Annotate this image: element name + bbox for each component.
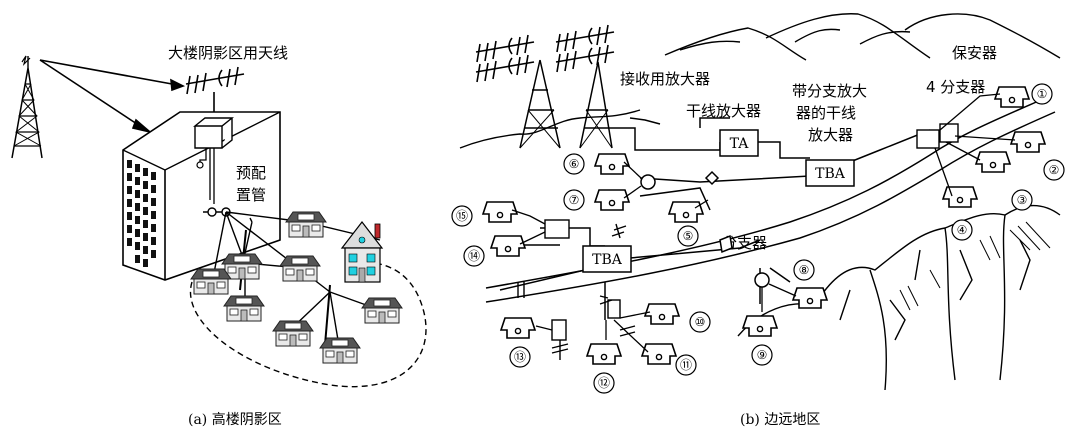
tap-box-center	[607, 299, 621, 319]
house-a3	[190, 268, 232, 295]
house-14	[490, 235, 526, 257]
house-7-number: ⑦	[569, 193, 580, 207]
protector-box	[939, 123, 959, 143]
broadcast-tower-icon	[11, 55, 43, 159]
splitter-box-right	[916, 129, 940, 149]
ta-label: TA	[730, 136, 750, 152]
branch-amp-label-1: 带分支放大	[792, 82, 867, 100]
caption-a: (a) 高楼阴影区	[188, 411, 282, 428]
signal-arrows	[39, 59, 186, 133]
house-3	[975, 151, 1011, 173]
panel-b: 接收用放大器 干线放大器 带分支放大 器的干线 放大器 保安器 4 分支器 分支…	[451, 13, 1065, 428]
four-splitter-label: 4 分支器	[926, 78, 985, 96]
receive-amp-label: 接收用放大器	[620, 70, 710, 88]
protector-label: 保安器	[952, 44, 997, 62]
tba-label-lower: TBA	[592, 252, 623, 268]
house-a8	[319, 337, 361, 364]
house-11	[641, 343, 677, 365]
house-number-markers: ① ② ③ ④ ⑤ ⑥ ⑦ ⑧ ⑨ ⑩ ⑪ ⑫ ⑬ ⑭ ⑮	[451, 83, 1065, 394]
house-a7	[361, 297, 403, 324]
house-10	[644, 303, 680, 325]
house-4	[942, 186, 978, 208]
tall-building	[122, 111, 281, 281]
branch-amp-label-2: 器的干线	[796, 104, 856, 122]
service-area-outline	[189, 261, 427, 388]
grounding-marks	[517, 223, 636, 360]
drop-cables	[511, 93, 1016, 353]
house-11-number: ⑪	[680, 358, 692, 372]
house-2-number: ②	[1049, 163, 1060, 177]
house-6	[594, 153, 630, 175]
house-8-number: ⑧	[799, 263, 810, 277]
house-14-number: ⑭	[468, 249, 480, 263]
tba-label-upper: TBA	[815, 166, 846, 182]
house-10-number: ⑩	[695, 315, 706, 329]
house-13	[500, 317, 536, 339]
house-9	[742, 315, 778, 337]
house-4-number: ④	[957, 223, 968, 237]
house-12-number: ⑫	[598, 376, 610, 390]
splitter-label: 分支器	[722, 234, 767, 252]
hill-hatching	[899, 221, 1051, 311]
tba-box-lower	[582, 245, 632, 273]
panel-a: 大楼阴影区用天线	[11, 44, 427, 428]
pipe-label-1: 预配	[236, 164, 266, 182]
building-antenna-icon	[185, 66, 245, 95]
branch-amp-label-3: 放大器	[808, 126, 853, 144]
house-7	[594, 189, 630, 211]
house-12	[586, 343, 622, 365]
house-5	[668, 201, 704, 223]
caption-b: (b) 边远地区	[740, 412, 820, 428]
tba-box-upper	[805, 159, 855, 187]
house-6-number: ⑥	[569, 157, 580, 171]
tap-box-13	[551, 319, 567, 341]
house-5-number: ⑤	[683, 229, 694, 243]
junction-nodes	[640, 170, 770, 288]
house-3-number: ③	[1017, 193, 1028, 207]
two-story-house-icon	[340, 221, 384, 283]
house-8	[792, 287, 828, 309]
building-antenna-label: 大楼阴影区用天线	[168, 44, 288, 62]
house-a5	[223, 295, 265, 322]
house-13-number: ⑬	[514, 350, 526, 364]
house-2	[1010, 131, 1046, 153]
house-15	[482, 201, 518, 223]
receiving-antennas	[475, 24, 615, 149]
splitter-box-left	[544, 219, 570, 239]
pipe-label-2: 置管	[236, 186, 266, 204]
house-1	[994, 86, 1030, 108]
house-1-number: ①	[1037, 87, 1048, 101]
house-15-number: ⑮	[456, 209, 468, 223]
ta-box	[719, 129, 759, 157]
trunk-amp-label: 干线放大器	[686, 102, 761, 120]
house-a6	[272, 320, 314, 347]
house-9-number: ⑨	[757, 348, 768, 362]
house-a1	[285, 211, 327, 238]
house-a4	[279, 255, 321, 282]
